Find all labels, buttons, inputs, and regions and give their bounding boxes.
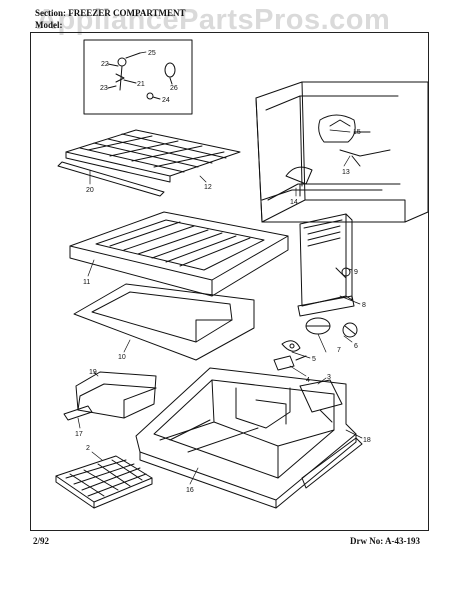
insulation-pad — [73, 283, 255, 361]
callout: 18 — [363, 437, 371, 444]
diagram-frame — [30, 32, 429, 531]
callout: 26 — [170, 85, 178, 92]
section-label: Section: — [35, 8, 66, 18]
callout: 9 — [354, 269, 358, 276]
callout: 7 — [337, 347, 341, 354]
callout: 22 — [101, 61, 109, 68]
callout: 25 — [148, 50, 156, 57]
freezer-cabinet — [255, 81, 429, 223]
section-name: FREEZER COMPARTMENT — [68, 8, 186, 18]
freezer-shelf — [69, 211, 289, 297]
callout: 5 — [312, 356, 316, 363]
callout: 20 — [86, 187, 94, 194]
leader-lines — [77, 51, 363, 485]
callout: 16 — [186, 487, 194, 494]
callout-labels: 25 22 21 23 26 24 15 13 14 20 12 11 10 9… — [75, 50, 371, 494]
callout: 13 — [342, 169, 350, 176]
callout: 14 — [290, 199, 298, 206]
freezer-liner-base — [135, 367, 363, 509]
ice-tray — [55, 455, 153, 509]
footer-date: 2/92 — [33, 536, 50, 546]
callout: 10 — [118, 354, 126, 361]
drawing-number: Drw No: A-43-193 — [350, 536, 420, 546]
ice-bin-bracket — [63, 405, 93, 421]
callout: 12 — [204, 184, 212, 191]
model-label: Model: — [35, 20, 63, 30]
evaporator-cover — [297, 213, 355, 317]
callout: 8 — [362, 302, 366, 309]
callout: 17 — [75, 431, 83, 438]
section-header: Section: FREEZER COMPARTMENT — [35, 8, 186, 18]
callout: 23 — [100, 85, 108, 92]
ice-bin — [75, 371, 157, 419]
watermark: AppliancePartsPros.com — [36, 4, 391, 36]
callout: 3 — [327, 374, 331, 381]
callout: 11 — [83, 279, 90, 286]
callout: 21 — [137, 81, 145, 88]
wire-shelf — [57, 129, 241, 197]
fan-motor-assembly — [273, 317, 358, 371]
bracket-part — [299, 379, 343, 413]
callout: 4 — [306, 377, 310, 384]
small-parts-inset — [83, 39, 193, 115]
callout: 6 — [354, 343, 358, 350]
callout: 19 — [89, 369, 97, 376]
callout: 24 — [162, 97, 170, 104]
callout: 15 — [353, 129, 361, 136]
callout: 2 — [86, 445, 90, 452]
